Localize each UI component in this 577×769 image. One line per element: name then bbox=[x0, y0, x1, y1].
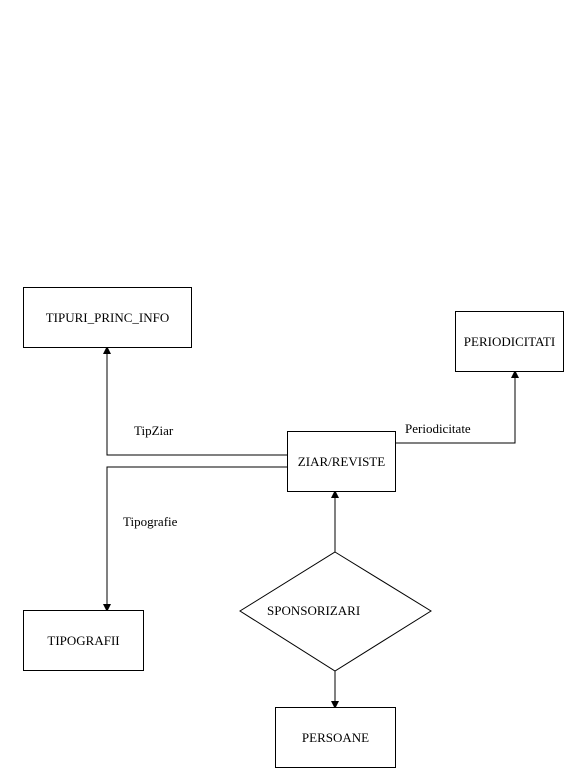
relationship-label: SPONSORIZARI bbox=[267, 603, 361, 618]
entity-periodicitati: PERIODICITATI bbox=[455, 311, 564, 372]
entity-label: PERIODICITATI bbox=[463, 333, 556, 349]
entity-label: TIPURI_PRINC_INFO bbox=[45, 309, 170, 325]
entity-label: PERSOANE bbox=[301, 729, 370, 745]
edge-label-tipografie: Tipografie bbox=[123, 514, 178, 529]
entity-tipuri-princ-info: TIPURI_PRINC_INFO bbox=[23, 287, 192, 348]
entity-label: ZIAR/REVISTE bbox=[297, 453, 386, 469]
entity-label: TIPOGRAFII bbox=[47, 632, 120, 648]
sponsorizari-diamond bbox=[239, 551, 432, 672]
edge-tipziar bbox=[103, 346, 287, 456]
entity-tipografii: TIPOGRAFII bbox=[23, 610, 144, 671]
entity-persoane: PERSOANE bbox=[275, 707, 396, 768]
edge-periodicitate bbox=[395, 370, 519, 444]
entity-ziar-reviste: ZIAR/REVISTE bbox=[287, 431, 396, 492]
edge-label-periodicitate: Periodicitate bbox=[405, 421, 471, 436]
edge-tipografie bbox=[103, 466, 287, 612]
edge-label-tipziar: TipZiar bbox=[134, 423, 174, 438]
